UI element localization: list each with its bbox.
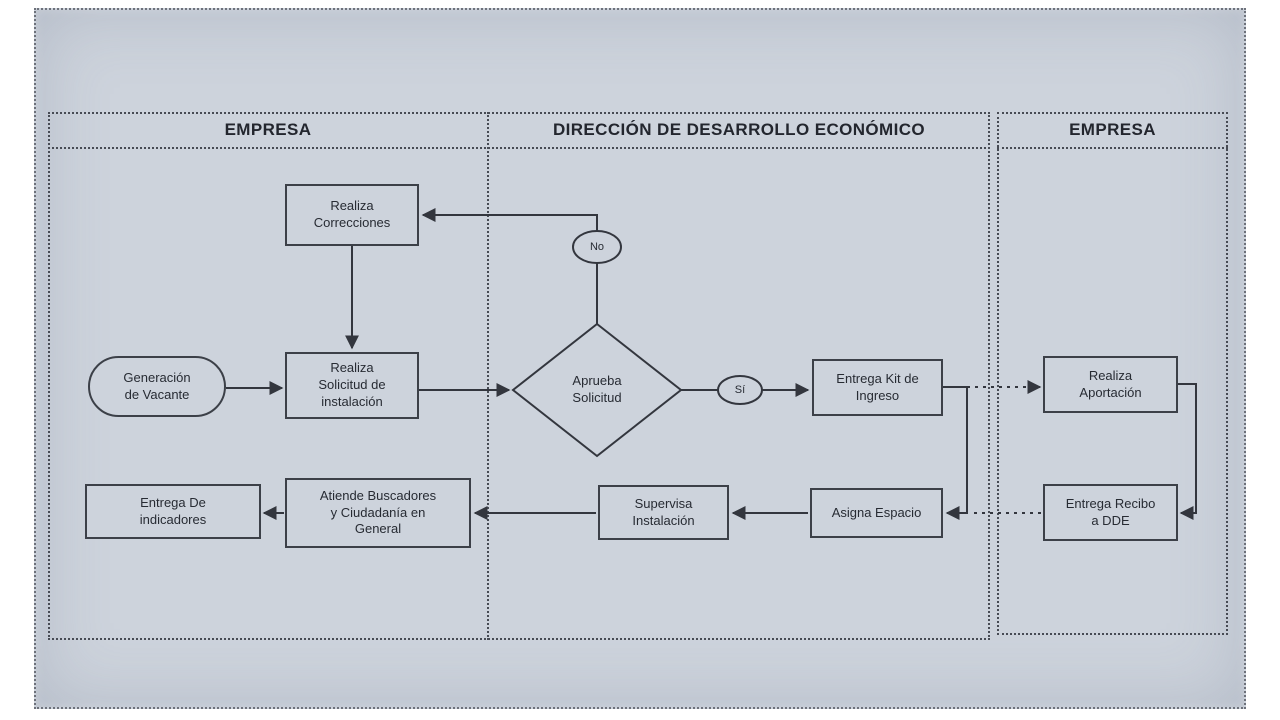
main-swimlane-border [48, 112, 990, 640]
node-realiza-solicitud: Realiza Solicitud de instalación [285, 352, 419, 419]
lane-title-empresa-right: EMPRESA [1069, 120, 1156, 139]
header-divider-main [48, 147, 990, 149]
node-asigna-espacio: Asigna Espacio [810, 488, 943, 538]
node-entrega-recibo-dde: Entrega Recibo a DDE [1043, 484, 1178, 541]
lane-divider [487, 112, 489, 640]
edge-label-no: No [589, 241, 605, 253]
right-swimlane-border [997, 112, 1228, 635]
lane-title-direccion-desarrollo-economico: DIRECCIÓN DE DESARROLLO ECONÓMICO [552, 120, 926, 139]
header-divider-right [997, 147, 1228, 149]
node-entrega-indicadores: Entrega De indicadores [85, 484, 261, 539]
node-generacion-de-vacante: Generación de Vacante [88, 356, 226, 417]
node-aprueba-solicitud-label: Aprueba Solicitud [572, 373, 622, 405]
node-realiza-aportacion: Realiza Aportación [1043, 356, 1178, 413]
node-supervisa-instalacion: Supervisa Instalación [598, 485, 729, 540]
node-atiende-buscadores: Atiende Buscadores y Ciudadanía en Gener… [285, 478, 471, 548]
node-entrega-kit-ingreso: Entrega Kit de Ingreso [812, 359, 943, 416]
node-realiza-correcciones: Realiza Correcciones [285, 184, 419, 246]
lane-title-empresa-left: EMPRESA [224, 120, 312, 139]
edge-label-si: Sí [734, 384, 746, 396]
